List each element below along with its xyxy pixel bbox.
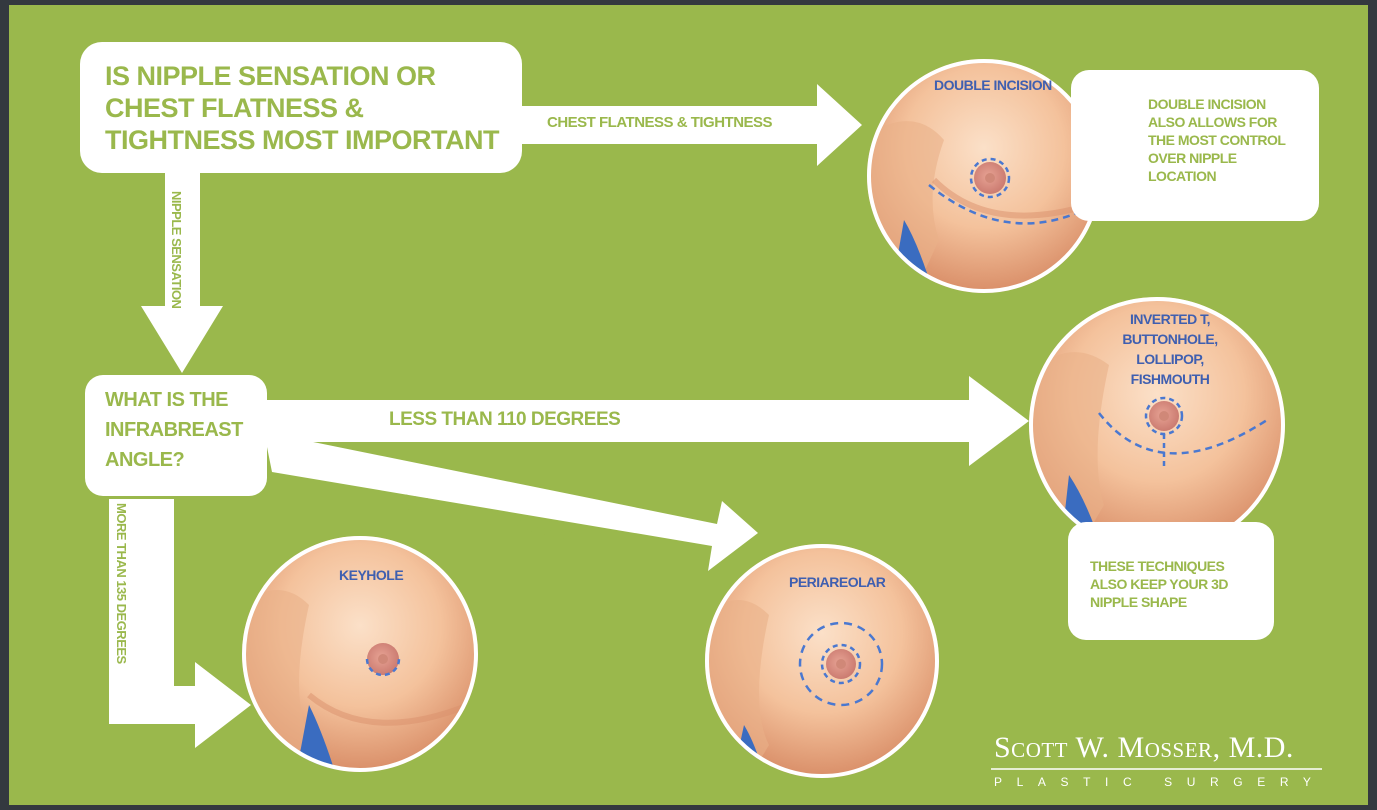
logo-subtitle: PLASTIC SURGERY	[994, 775, 1325, 789]
arrow-more-than-135	[109, 499, 251, 748]
note-inverted-t-text: THESE TECHNIQUES ALSO KEEP YOUR 3D NIPPL…	[1090, 557, 1260, 611]
technique-keyhole-label: KEYHOLE	[339, 568, 403, 584]
technique-double-incision-label: DOUBLE INCISION	[934, 78, 1052, 94]
double-incision-illustration	[867, 59, 1101, 305]
technique-periareolar-label: PERIAREOLAR	[789, 575, 885, 591]
technique-inverted-t-label: INVERTED T, BUTTONHOLE, LOLLIPOP, FISHMO…	[1115, 309, 1225, 389]
question-angle-text: WHAT IS THE INFRABREAST ANGLE?	[105, 385, 255, 475]
logo-name: Scott W. Mosser, M.D.	[994, 731, 1294, 765]
arrow-nipple-sensation-label: NIPPLE SENSATION	[169, 191, 184, 308]
arrow-less-than-110	[267, 376, 1029, 466]
question-priority-text: IS NIPPLE SENSATION OR CHEST FLATNESS & …	[105, 60, 505, 156]
arrow-more-than-135-label: MORE THAN 135 DEGREES	[114, 503, 129, 664]
arrow-less-than-110-label: LESS THAN 110 DEGREES	[389, 409, 620, 430]
arrow-chest-flatness-label: CHEST FLATNESS & TIGHTNESS	[547, 115, 772, 132]
infographic-panel: IS NIPPLE SENSATION OR CHEST FLATNESS & …	[9, 5, 1368, 805]
note-double-incision-text: DOUBLE INCISION ALSO ALLOWS FOR THE MOST…	[1148, 95, 1296, 185]
